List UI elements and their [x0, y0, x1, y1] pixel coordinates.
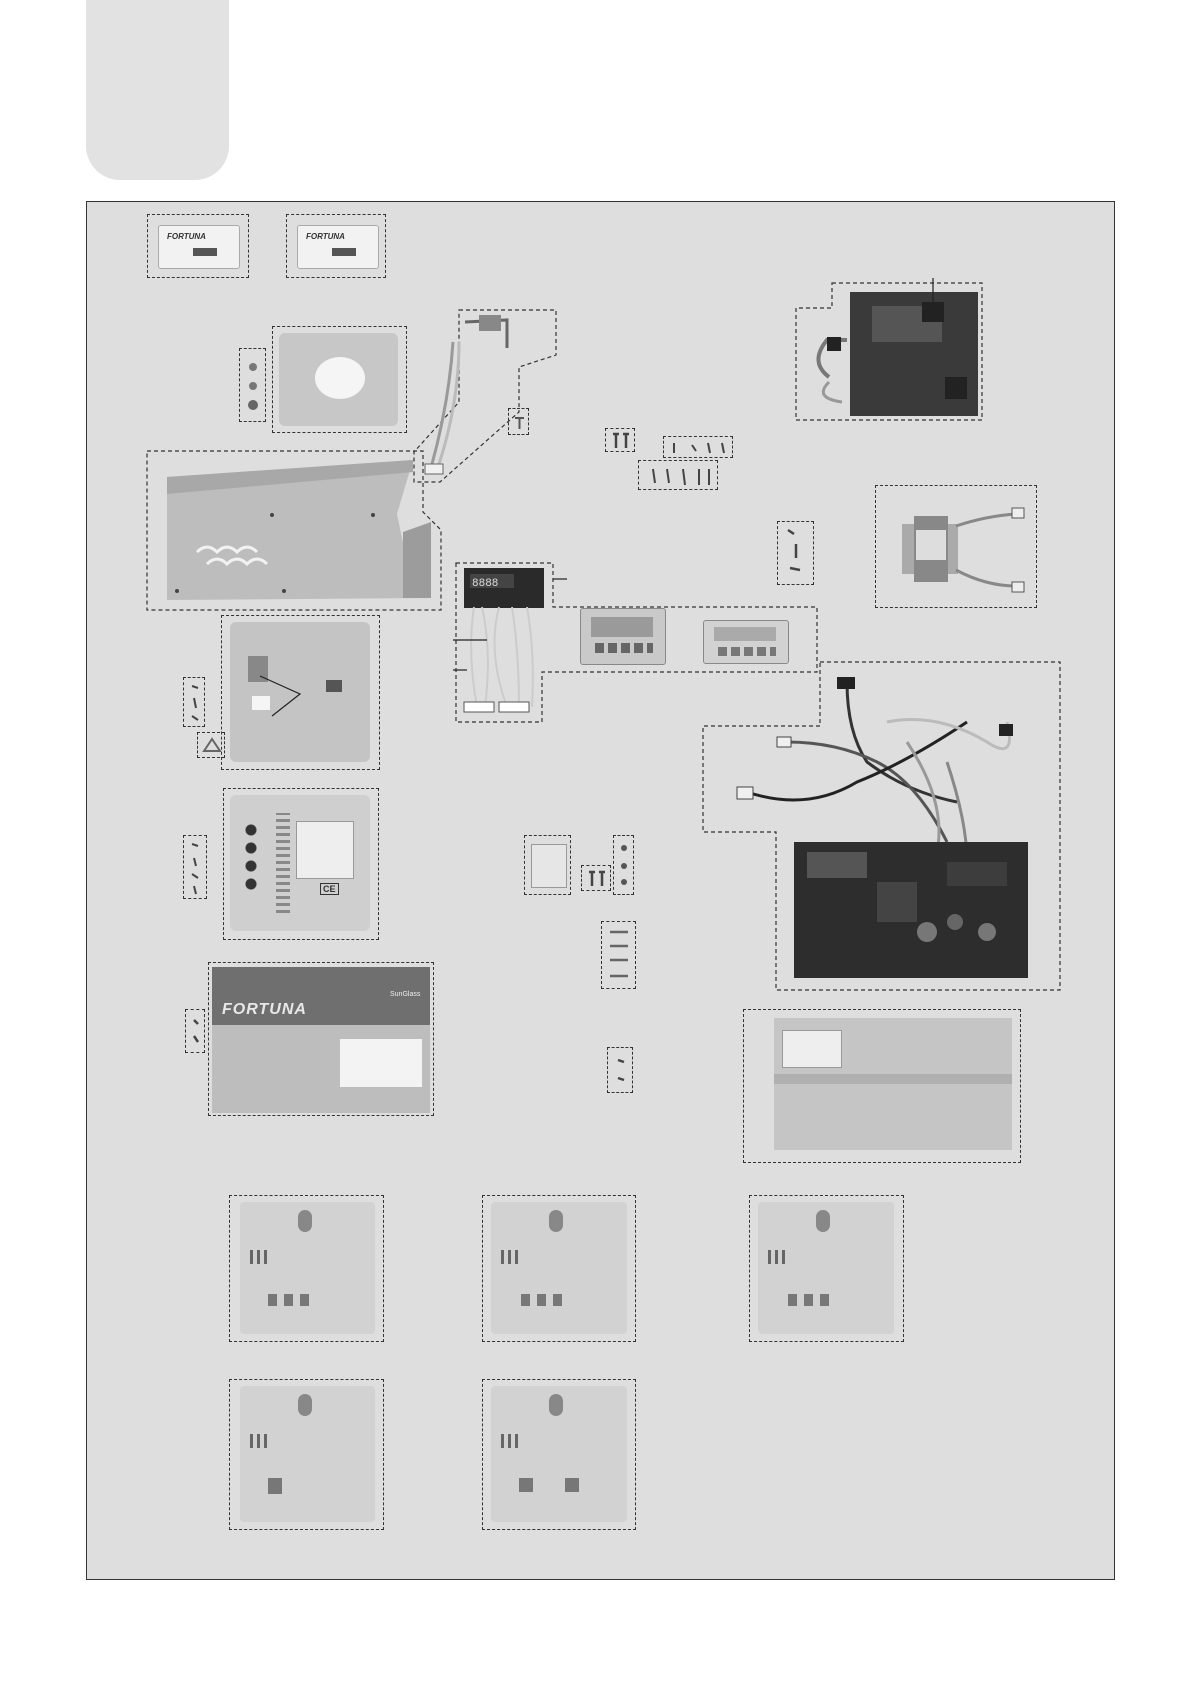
side-panel-1 [240, 1202, 375, 1334]
top-cover-edge [774, 1074, 1012, 1084]
side-panel-5-hole [549, 1394, 563, 1416]
side-panel-3-hole [816, 1210, 830, 1232]
top-cover [774, 1018, 1012, 1150]
side-panel-4 [240, 1386, 375, 1522]
side-panel-1-vents [250, 1250, 270, 1264]
side-panel-2-box [482, 1195, 636, 1342]
side-panel-5-vents [501, 1434, 521, 1448]
side-panel-4-hole [298, 1394, 312, 1416]
side-panel-4-box [229, 1379, 384, 1530]
side-panel-1-hole [298, 1210, 312, 1232]
side-panel-4-terminal [268, 1478, 282, 1494]
side-panel-5-box [482, 1379, 636, 1530]
warning-label [782, 1030, 842, 1068]
side-panel-3-terminals [788, 1294, 832, 1306]
side-panel-2-hole [549, 1210, 563, 1232]
side-panel-2-vents [501, 1250, 521, 1264]
parts-panel: FORTUNA FORTUNA [86, 201, 1115, 1580]
side-panel-3-box [749, 1195, 904, 1342]
side-panel-2 [491, 1202, 627, 1334]
side-panel-5-terminals [519, 1478, 579, 1492]
page-tab [86, 0, 229, 180]
side-panel-4-vents [250, 1434, 270, 1448]
side-panel-1-terminals [268, 1294, 316, 1306]
harness-pcb-outline [87, 202, 88, 203]
side-panel-3 [758, 1202, 894, 1334]
side-panel-2-terminals [521, 1294, 565, 1306]
side-panel-5 [491, 1386, 627, 1522]
top-cover-box [743, 1009, 1021, 1163]
side-panel-1-box [229, 1195, 384, 1342]
side-panel-3-vents [768, 1250, 788, 1264]
